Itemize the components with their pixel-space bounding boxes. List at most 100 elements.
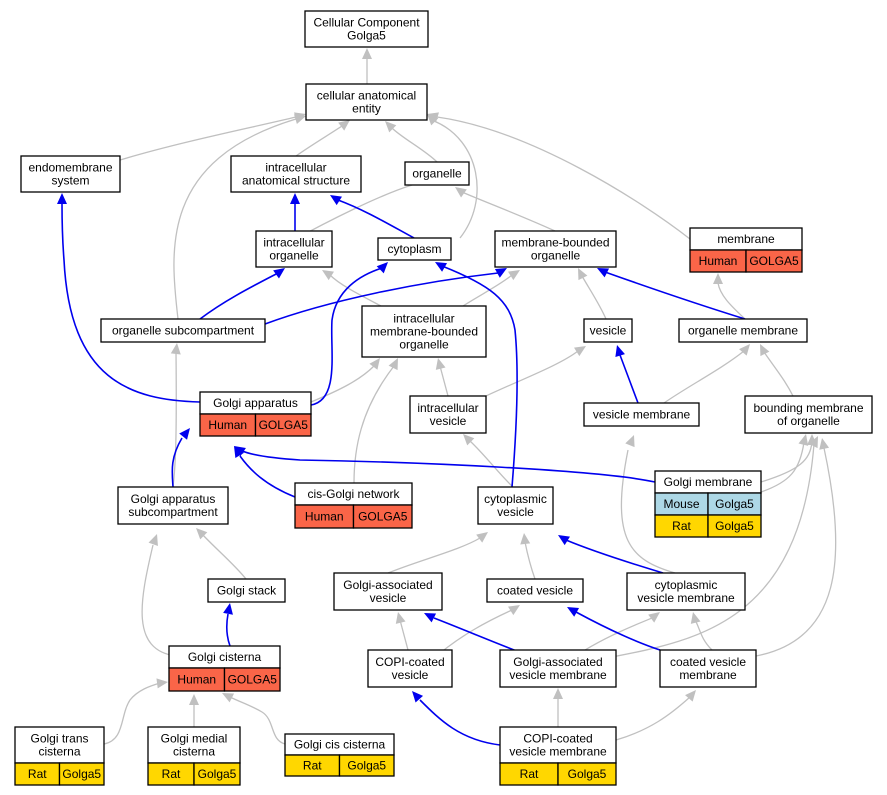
arrowhead (322, 270, 334, 281)
node-label: entity (352, 102, 381, 116)
node-vm[interactable]: vesicle membrane (583, 402, 700, 427)
node-osub[interactable]: organelle subcompartment (100, 318, 266, 343)
arrowhead (819, 438, 830, 450)
node-label: organelle membrane (688, 324, 798, 338)
part-of-edge (565, 539, 664, 574)
arrowhead (578, 268, 588, 281)
arrowhead (338, 120, 350, 131)
part-of-edge (419, 699, 501, 746)
node-gstack[interactable]: Golgi stack (207, 578, 286, 603)
node-box (409, 395, 487, 434)
arrowhead (156, 678, 168, 689)
node-vesicle[interactable]: vesicle (583, 318, 633, 343)
arrowhead (388, 358, 398, 371)
part-of-edge (239, 455, 296, 498)
node-organelle[interactable]: organelle (404, 161, 470, 186)
node-box (367, 649, 453, 688)
node-label: anatomical structure (242, 174, 350, 188)
is-a-edge (141, 544, 177, 657)
node-label: organelle (269, 249, 319, 263)
node-label: organelle (399, 338, 449, 352)
node-label: vesicle membrane (509, 668, 607, 682)
node-label: bounding membrane (753, 401, 863, 415)
node-label: Golga5 (347, 29, 386, 43)
node-label: of organelle (777, 414, 840, 428)
gene-label: GOLGA5 (358, 510, 408, 524)
node-box (477, 486, 554, 525)
node-label: Golgi-associated (513, 655, 602, 669)
node-coated[interactable]: coated vesicle (486, 578, 584, 603)
gene-label: Golga5 (198, 767, 237, 781)
arrowhead (330, 195, 342, 206)
is-a-edge (615, 696, 691, 741)
is-a-edge (462, 274, 513, 307)
node-label: cytoplasm (387, 242, 441, 256)
node-cytoplasm[interactable]: cytoplasm (377, 237, 452, 261)
is-a-edge (387, 537, 481, 574)
node-label: membrane-bounded (370, 325, 478, 339)
node-omem[interactable]: organelle membrane (678, 318, 808, 343)
arrowhead (223, 603, 233, 615)
is-a-edge (461, 191, 556, 232)
node-label: organelle (412, 167, 462, 181)
node-label: subcompartment (128, 505, 218, 519)
arrowhead (412, 691, 424, 703)
arrowhead (798, 434, 809, 446)
gene-label: Golga5 (715, 519, 754, 533)
arrowhead (808, 436, 818, 449)
node-label: cellular anatomical (317, 89, 416, 103)
gene-cell (223, 667, 281, 692)
node-label: coated vesicle (497, 584, 573, 598)
is-a-edge (485, 350, 579, 397)
species-label: Mouse (663, 497, 699, 511)
is-a-edge (584, 617, 653, 651)
is-a-edge (399, 619, 409, 651)
species-label: Rat (672, 519, 691, 533)
is-a-edge (620, 449, 676, 574)
gene-label: GOLGA5 (259, 418, 309, 432)
node-label: Golgi stack (217, 584, 277, 598)
node-label: Golgi medial (161, 732, 228, 746)
gene-cell (338, 754, 395, 777)
is-a-edge (172, 351, 177, 488)
is-a-edge (755, 447, 837, 657)
node-label: COPI-coated (523, 732, 592, 746)
node-label: vesicle (497, 505, 534, 519)
node-box (659, 649, 757, 688)
part-of-edge (310, 267, 383, 406)
is-a-edge (103, 682, 161, 745)
species-label: Rat (520, 767, 539, 781)
is-a-edge (763, 351, 794, 397)
node-label: organelle (531, 249, 581, 263)
arrowhead (148, 534, 158, 547)
part-of-edge (199, 272, 279, 320)
node-label: vesicle membrane (593, 408, 691, 422)
is-a-edge (663, 350, 745, 404)
